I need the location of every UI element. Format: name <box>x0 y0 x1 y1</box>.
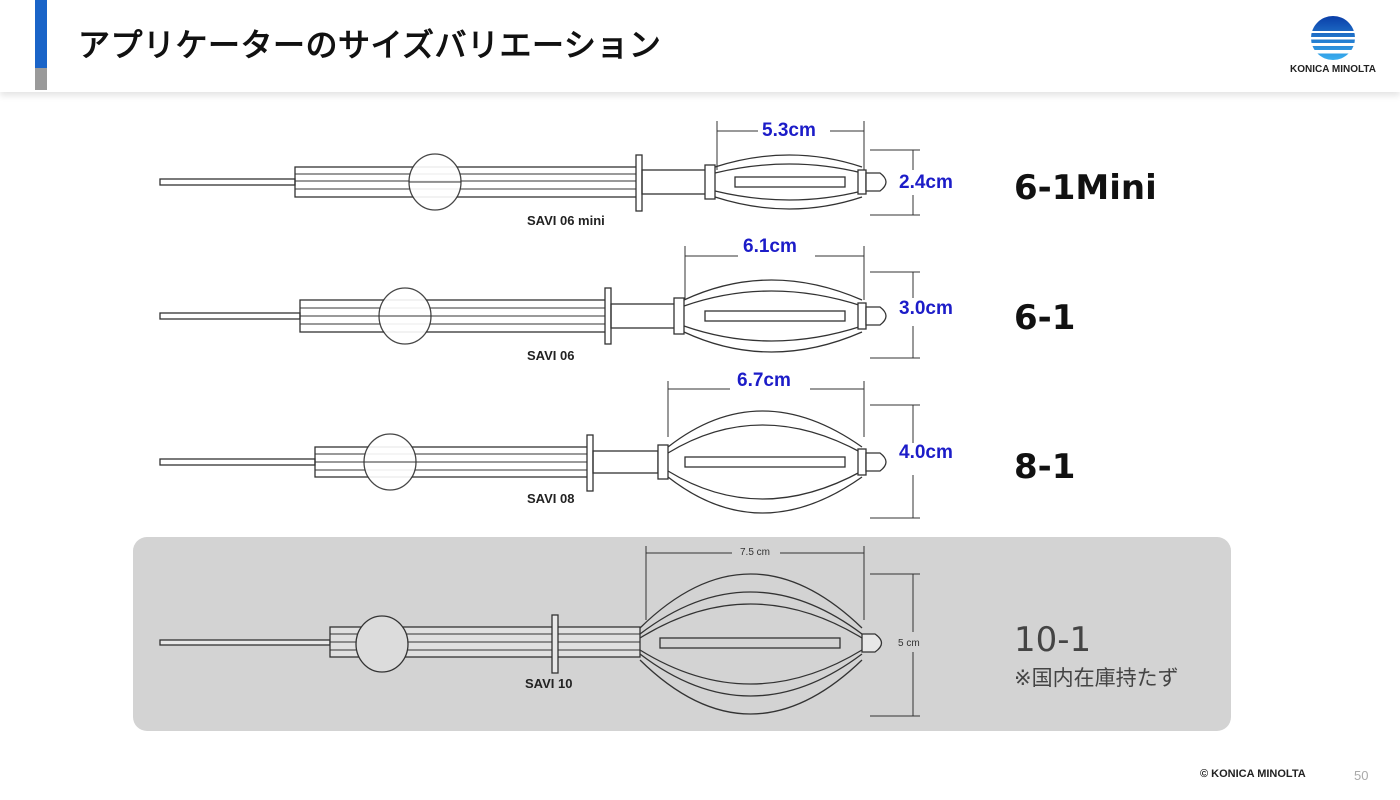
diameter-label-8-1: 4.0cm <box>899 442 953 463</box>
length-label-8-1: 6.7cm <box>737 370 791 391</box>
applicator-diagram-8-1 <box>159 381 920 519</box>
size-label-6-1: 6-1 <box>1014 298 1076 338</box>
accent-bar-gray <box>35 68 47 90</box>
diameter-label-10-1: 5 cm <box>898 638 920 649</box>
diameter-label-6-1: 3.0cm <box>899 298 953 319</box>
konica-minolta-logo-icon <box>1309 16 1357 60</box>
diameter-label-6-1-mini: 2.4cm <box>899 172 953 193</box>
caption-savi-06: SAVI 06 <box>527 348 575 363</box>
slide-title: アプリケーターのサイズバリエーション <box>78 26 662 64</box>
logo-wordmark: KONICA MINOLTA <box>1290 64 1376 75</box>
size-label-10-1: 10-1 <box>1014 620 1092 660</box>
copyright-footer: © KONICA MINOLTA <box>1200 768 1306 780</box>
length-label-10-1: 7.5 cm <box>740 547 771 558</box>
size-label-8-1: 8-1 <box>1014 447 1076 487</box>
page-number: 50 <box>1354 768 1369 783</box>
caption-savi-10: SAVI 10 <box>525 676 573 691</box>
applicator-diagram-6-1-mini <box>159 121 920 216</box>
accent-bar-blue <box>35 0 47 68</box>
size-label-6-1-mini: 6-1Mini <box>1014 168 1157 208</box>
length-label-6-1-mini: 5.3cm <box>762 120 816 141</box>
slide-header: アプリケーターのサイズバリエーション KONICA MINOLTA <box>0 0 1400 92</box>
unavailable-size-panel <box>133 537 1231 731</box>
caption-savi-06-mini: SAVI 06 mini <box>527 213 605 228</box>
applicator-diagram-10-1 <box>159 546 920 717</box>
caption-savi-08: SAVI 08 <box>527 491 575 506</box>
not-in-stock-note: ※国内在庫持たず <box>1014 666 1179 690</box>
applicator-diagram-6-1 <box>159 246 920 359</box>
length-label-6-1: 6.1cm <box>743 236 797 257</box>
